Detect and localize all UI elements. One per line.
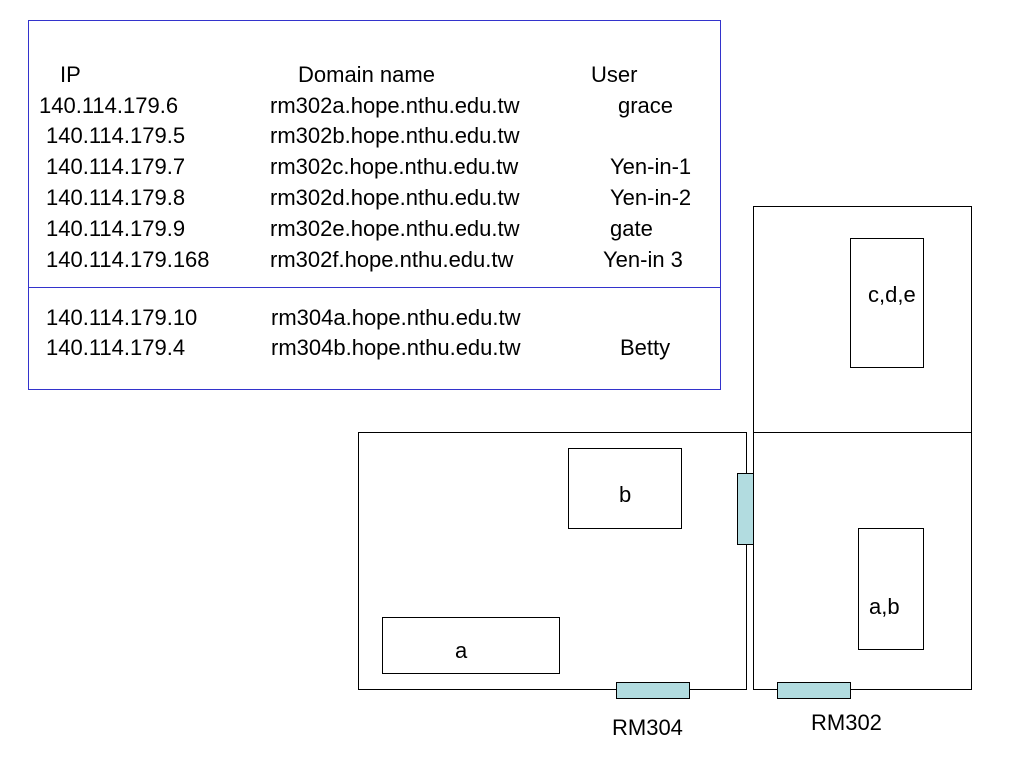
row-ip: 140.114.179.4 — [46, 335, 186, 360]
connecting-door — [737, 473, 754, 545]
header-user: User — [591, 62, 638, 87]
desk-cde-label: c,d,e — [868, 282, 916, 307]
row-ip: 140.114.179.168 — [46, 247, 210, 272]
row-ip: 140.114.179.10 — [46, 305, 198, 330]
row-user: Yen-in 3 — [603, 247, 683, 272]
header-ip: IP — [60, 62, 81, 87]
row-domain: rm302d.hope.nthu.edu.tw — [270, 185, 520, 210]
desk-a — [382, 617, 560, 674]
row-domain: rm302a.hope.nthu.edu.tw — [270, 93, 520, 118]
desk-b — [568, 448, 682, 529]
desk-ab-label: a,b — [869, 594, 900, 619]
row-domain: rm304a.hope.nthu.edu.tw — [271, 305, 521, 330]
row-user: gate — [610, 216, 653, 241]
row-ip: 140.114.179.6 — [39, 93, 179, 118]
row-domain: rm302f.hope.nthu.edu.tw — [270, 247, 514, 272]
desk-cde — [850, 238, 924, 368]
rm304-label: RM304 — [612, 715, 683, 740]
row-domain: rm304b.hope.nthu.edu.tw — [271, 335, 521, 360]
desk-a-label: a — [455, 638, 468, 663]
row-ip: 140.114.179.8 — [46, 185, 186, 210]
row-user: Yen-in-2 — [610, 185, 692, 210]
row-ip: 140.114.179.7 — [46, 154, 186, 179]
row-domain: rm302b.hope.nthu.edu.tw — [270, 123, 520, 148]
row-ip: 140.114.179.5 — [46, 123, 186, 148]
row-ip: 140.114.179.9 — [46, 216, 186, 241]
row-domain: rm302e.hope.nthu.edu.tw — [270, 216, 520, 241]
rm302-label: RM302 — [811, 710, 882, 735]
header-domain: Domain name — [298, 62, 435, 87]
ip-table — [28, 20, 721, 390]
desk-b-label: b — [619, 482, 632, 507]
rm302-door — [777, 682, 851, 699]
row-user: grace — [618, 93, 674, 118]
row-user: Yen-in-1 — [610, 154, 692, 179]
row-domain: rm302c.hope.nthu.edu.tw — [270, 154, 519, 179]
table-divider — [28, 287, 721, 288]
rm304-door — [616, 682, 690, 699]
row-user: Betty — [620, 335, 671, 360]
desk-ab — [858, 528, 924, 650]
